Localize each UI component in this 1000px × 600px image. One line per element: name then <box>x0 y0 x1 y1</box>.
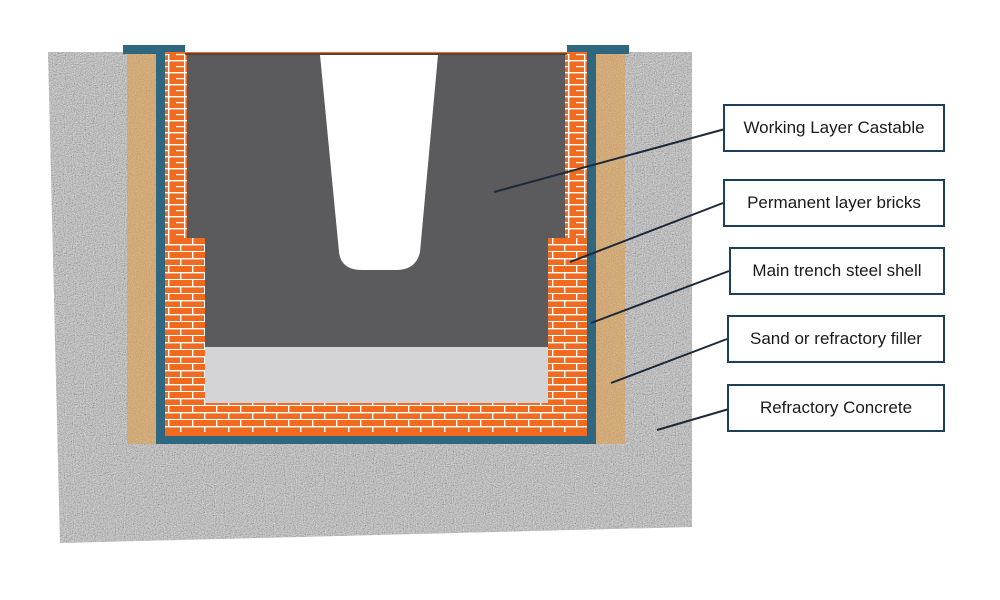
leader-lines <box>493 128 730 431</box>
label-sand-refractory-filler: Sand or refractory filler <box>727 315 945 363</box>
leader-line-concrete <box>656 408 730 431</box>
leader-line-steel-shell <box>590 270 730 324</box>
leader-line-filler <box>610 338 728 384</box>
channel-opening <box>320 55 438 270</box>
label-main-trench-steel-shell: Main trench steel shell <box>729 247 945 295</box>
leader-line-permanent-layer <box>569 202 724 263</box>
leader-line-working-layer <box>493 128 726 193</box>
label-refractory-concrete: Refractory Concrete <box>727 384 945 432</box>
label-permanent-layer-bricks: Permanent layer bricks <box>723 179 945 227</box>
label-working-layer-castable: Working Layer Castable <box>723 104 945 152</box>
